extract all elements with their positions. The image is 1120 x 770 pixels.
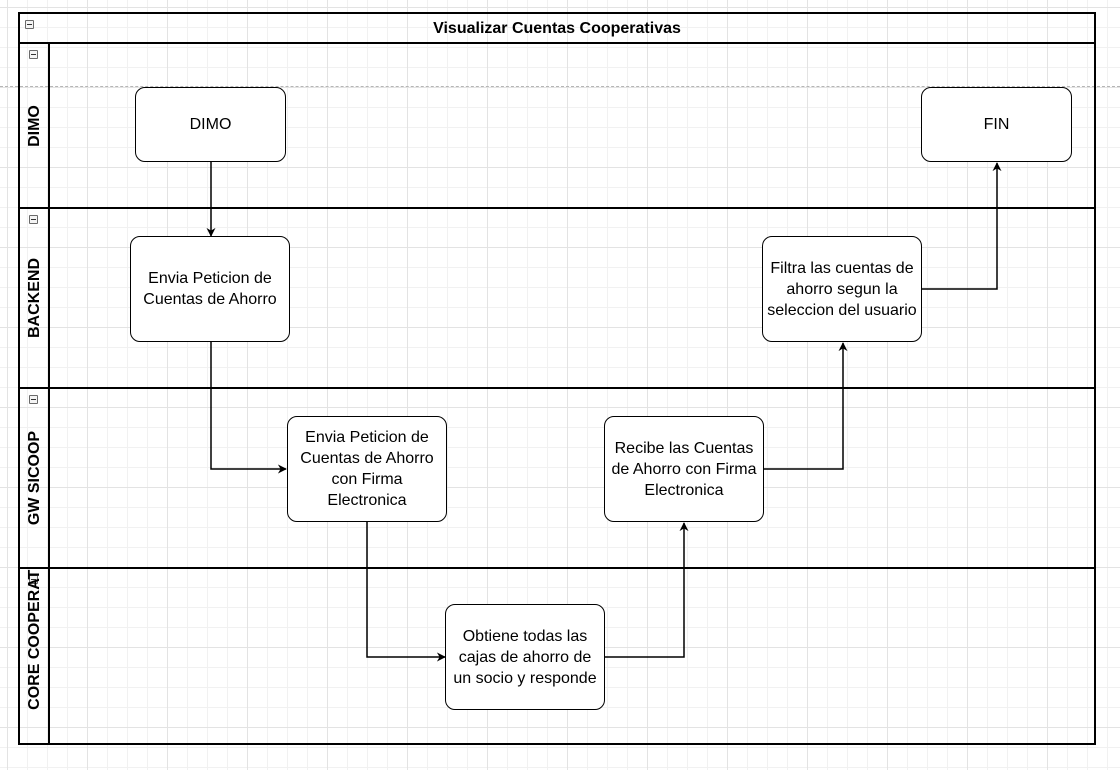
collapse-icon[interactable] bbox=[29, 215, 38, 224]
node-fin[interactable]: FIN bbox=[921, 87, 1072, 162]
edge-filtra-to-fin[interactable] bbox=[922, 162, 1002, 290]
pool-header: Visualizar Cuentas Cooperativas bbox=[20, 14, 1094, 44]
collapse-icon[interactable] bbox=[29, 50, 38, 59]
collapse-icon[interactable] bbox=[25, 20, 34, 29]
node-recibe[interactable]: Recibe las Cuentas de Ahorro con Firma E… bbox=[604, 416, 764, 522]
pool-title: Visualizar Cuentas Cooperativas bbox=[433, 20, 681, 37]
swimlane-pool[interactable]: Visualizar Cuentas Cooperativas DIMO BAC… bbox=[18, 12, 1096, 745]
lane-header-dimo: DIMO bbox=[20, 44, 50, 207]
edge-envia-peticion-to-envia-firma[interactable] bbox=[210, 342, 287, 474]
lane-dimo[interactable]: DIMO bbox=[20, 44, 1094, 209]
lane-backend[interactable]: BACKEND bbox=[20, 209, 1094, 389]
node-filtra[interactable]: Filtra las cuentas de ahorro segun la se… bbox=[762, 236, 922, 342]
node-dimo[interactable]: DIMO bbox=[135, 87, 286, 162]
edge-envia-firma-to-obtiene[interactable] bbox=[366, 522, 446, 662]
node-envia-firma[interactable]: Envia Peticion de Cuentas de Ahorro con … bbox=[287, 416, 447, 522]
lane-header-gw-sicoop: GW SICOOP bbox=[20, 389, 50, 567]
guide-line bbox=[0, 86, 1120, 87]
edge-obtiene-to-recibe[interactable] bbox=[605, 522, 689, 658]
lane-header-backend: BACKEND bbox=[20, 209, 50, 387]
collapse-icon[interactable] bbox=[29, 395, 38, 404]
node-envia-peticion[interactable]: Envia Peticion de Cuentas de Ahorro bbox=[130, 236, 290, 342]
edge-recibe-to-filtra[interactable] bbox=[764, 342, 848, 470]
collapse-icon[interactable] bbox=[29, 575, 38, 584]
lane-core-cooperativa[interactable]: CORE COOPERATIVA bbox=[20, 569, 1094, 743]
node-obtiene[interactable]: Obtiene todas las cajas de ahorro de un … bbox=[445, 604, 605, 710]
lane-gw-sicoop[interactable]: GW SICOOP bbox=[20, 389, 1094, 569]
lane-header-core-cooperativa: CORE COOPERATIVA bbox=[20, 569, 50, 743]
